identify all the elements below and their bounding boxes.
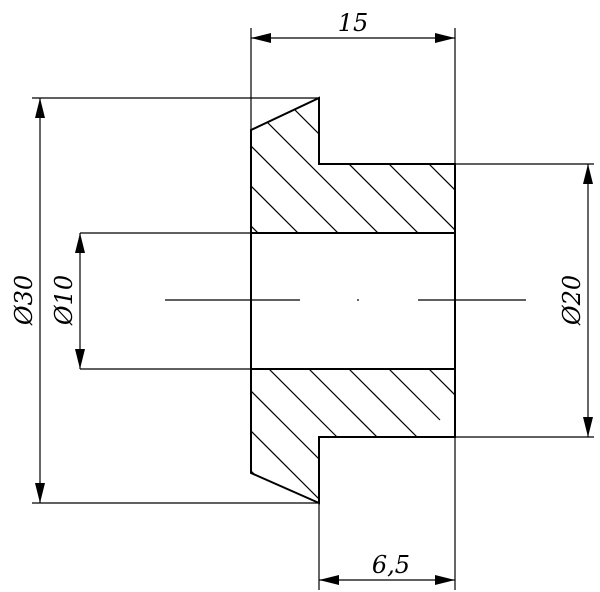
dimension-lines — [35, 33, 593, 585]
part-outline — [250, 96, 456, 505]
extension-lines — [32, 28, 594, 590]
dimension-label-outer-diameter-body: Ø20 — [558, 275, 586, 326]
dimension-label-outer-diameter-flange: Ø30 — [10, 275, 38, 326]
dimension-label-inner-diameter: Ø10 — [50, 275, 78, 326]
section-hatch-upper — [251, 98, 455, 233]
section-hatch-lower — [251, 369, 455, 503]
dimension-label-length-flange: 6,5 — [372, 551, 410, 579]
dimension-label-length-total: 15 — [338, 9, 369, 37]
